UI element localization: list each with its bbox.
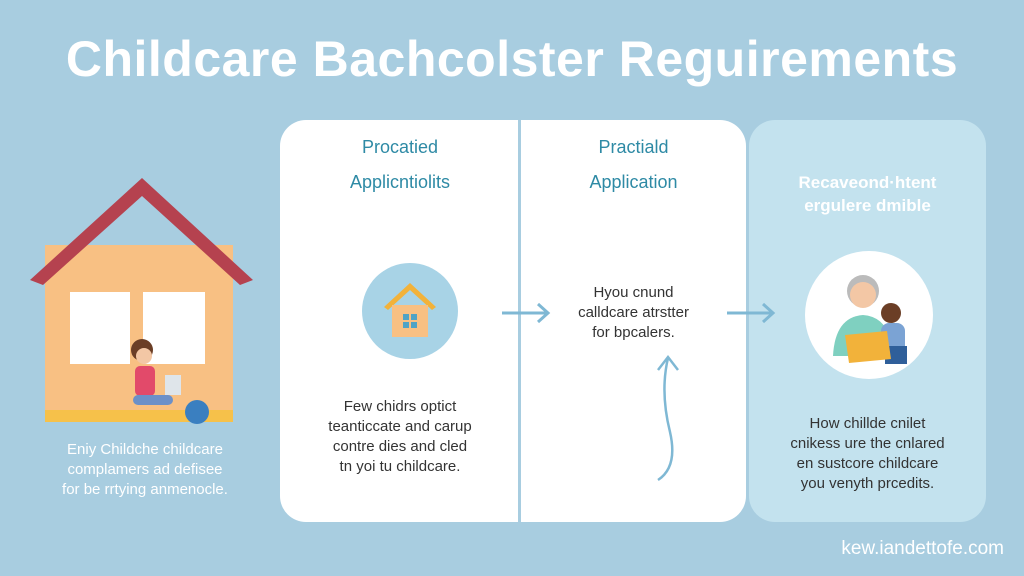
footer-url: kew.iandettofe.com bbox=[841, 538, 1004, 559]
card-subheading: ergulere dmible bbox=[804, 196, 931, 215]
text-line: you venyth prcedits. bbox=[800, 475, 935, 492]
grandparent-child-icon bbox=[805, 251, 933, 379]
text-line: tn yoi tu childcare. bbox=[339, 458, 461, 475]
card-recaveond: Recaveond·htent ergulere dmible How chil… bbox=[749, 120, 986, 522]
card-heading: Practiald bbox=[598, 137, 669, 157]
text-line: contre dies and cled bbox=[332, 438, 468, 455]
card-procatied: Procatied Applicntiolits Few chidrs opti… bbox=[280, 120, 520, 522]
arrow-up-icon bbox=[657, 354, 679, 482]
card-divider bbox=[518, 120, 521, 522]
card-heading: Procatied bbox=[361, 137, 439, 157]
arrow-right-icon bbox=[727, 302, 776, 324]
card-practiald: Practiald Application Hyou cnund calldca… bbox=[521, 120, 746, 522]
text-line: for bpcalers. bbox=[592, 324, 675, 341]
text-line: for be rrtying anmenocle. bbox=[62, 481, 228, 498]
card-body: How chillde cnilet cnikess ure the cnlar… bbox=[749, 414, 986, 494]
arrow-right-icon bbox=[502, 302, 551, 324]
text-line: How chillde cnilet bbox=[809, 415, 926, 432]
text-line: teanticcate and carup bbox=[328, 418, 472, 435]
text-line: Eniy Childche childcare bbox=[67, 441, 223, 458]
text-line: Few chidrs optict bbox=[343, 398, 457, 415]
card-subheading: Applicntiolits bbox=[349, 172, 451, 192]
page-title: Childcare Bachcolster Reguirements bbox=[65, 31, 959, 87]
card-body: Hyou cnund calldcare atrstter for bpcale… bbox=[521, 283, 746, 343]
text-line: en sustcore childcare bbox=[796, 455, 939, 472]
text-line: cnikess ure the cnlared bbox=[790, 435, 945, 452]
text-line: complamers ad defisee bbox=[67, 461, 223, 478]
house-icon bbox=[362, 263, 458, 359]
text-line: Hyou cnund bbox=[593, 284, 674, 301]
card-heading: Recaveond·htent bbox=[798, 173, 937, 192]
house-illustration bbox=[30, 178, 253, 424]
card-subheading: Application bbox=[589, 172, 678, 192]
text-line: calldcare atrstter bbox=[578, 304, 689, 321]
card-body: Few chidrs optict teanticcate and carup … bbox=[280, 397, 520, 477]
left-description: Eniy Childche childcare complamers ad de… bbox=[30, 440, 260, 500]
